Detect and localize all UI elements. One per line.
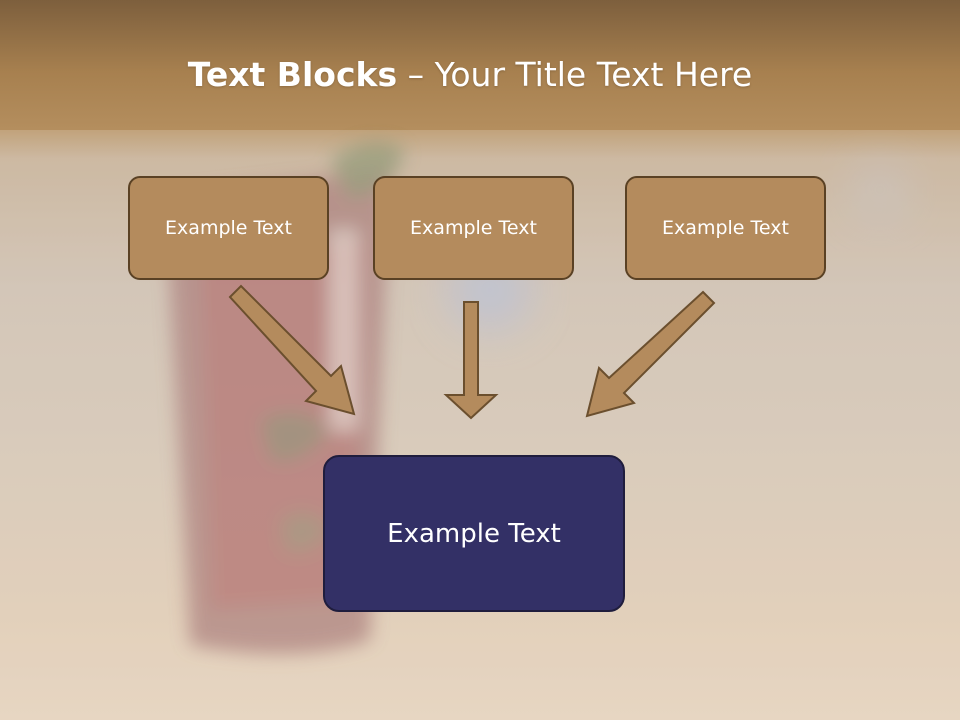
text-block-2: Example Text xyxy=(373,176,574,280)
arrow-right xyxy=(585,290,716,418)
title-bold: Text Blocks xyxy=(187,55,398,94)
arrow-center xyxy=(443,301,499,420)
target-block-label: Example Text xyxy=(387,518,561,549)
text-block-2-label: Example Text xyxy=(410,217,537,239)
text-block-3-label: Example Text xyxy=(662,217,789,239)
text-block-1: Example Text xyxy=(128,176,329,280)
title-dash: – xyxy=(397,55,435,94)
target-block: Example Text xyxy=(323,455,625,612)
title-rest: Your Title Text Here xyxy=(434,55,753,94)
slide-title: Text Blocks – Your Title Text Here xyxy=(0,52,940,98)
arrow-left xyxy=(228,284,356,416)
text-block-3: Example Text xyxy=(625,176,826,280)
text-block-1-label: Example Text xyxy=(165,217,292,239)
